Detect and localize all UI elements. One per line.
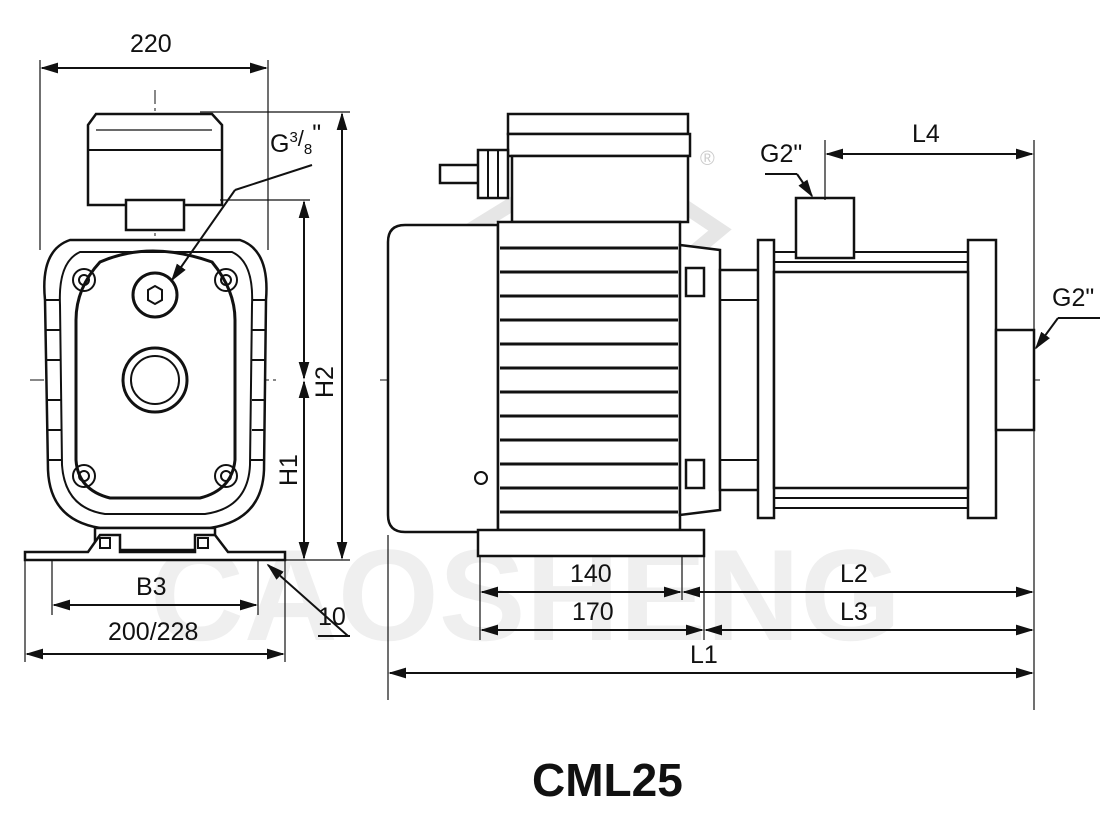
front-inlet-port (121, 346, 189, 414)
dim-base-width-label: 200/228 (108, 618, 198, 646)
front-drain-port (131, 271, 179, 319)
dim-220-label: 220 (130, 30, 172, 58)
side-fan-cover (386, 223, 500, 534)
side-front-flange (756, 238, 776, 520)
side-base (476, 528, 706, 558)
side-inlet-port (994, 328, 1036, 432)
side-view (380, 112, 1040, 558)
side-motor-fins (500, 246, 678, 514)
dim-l2-label: L2 (840, 560, 868, 588)
side-rear-flange (966, 238, 998, 520)
dim-g2-side-label: G2" (1052, 284, 1094, 312)
front-terminal-box (86, 112, 224, 207)
dim-foot-label: 10 (318, 603, 346, 631)
front-view (23, 90, 287, 562)
side-ground-screw (474, 471, 488, 485)
model-title: CML25 (532, 754, 683, 806)
side-motor-body (496, 220, 682, 532)
side-box-lid (506, 112, 690, 136)
front-cooling-ribs (46, 299, 265, 461)
side-adapter (718, 268, 762, 492)
dim-h1-label: H1 (275, 454, 303, 486)
side-terminal-box (510, 154, 690, 224)
front-base-plate (23, 533, 287, 562)
side-cable-gland (438, 163, 482, 185)
dim-b3-label: B3 (136, 573, 167, 601)
registered-mark: ® (700, 148, 715, 170)
front-bolt-holes (72, 268, 238, 488)
dim-h2-label: H2 (311, 366, 339, 398)
dim-l4-label: L4 (912, 120, 940, 148)
dim-g2-top-label: G2" (760, 140, 802, 168)
dim-l1-label: L1 (690, 641, 718, 669)
side-dimensions: L4 G2" G2" 140 170 L2 L3 L1 (387, 120, 1100, 710)
side-pump-sleeve (772, 270, 970, 490)
front-dimensions: 220 G3/8" H2 H1 B3 200/228 10 (24, 30, 350, 662)
dim-g38-label: G3/8" (270, 120, 321, 158)
front-box-neck (124, 198, 186, 232)
dim-140-label: 140 (570, 560, 612, 588)
side-motor-flange (678, 243, 722, 517)
dim-l3-label: L3 (840, 598, 868, 626)
side-outlet-port (794, 196, 856, 260)
dim-170-label: 170 (572, 598, 614, 626)
